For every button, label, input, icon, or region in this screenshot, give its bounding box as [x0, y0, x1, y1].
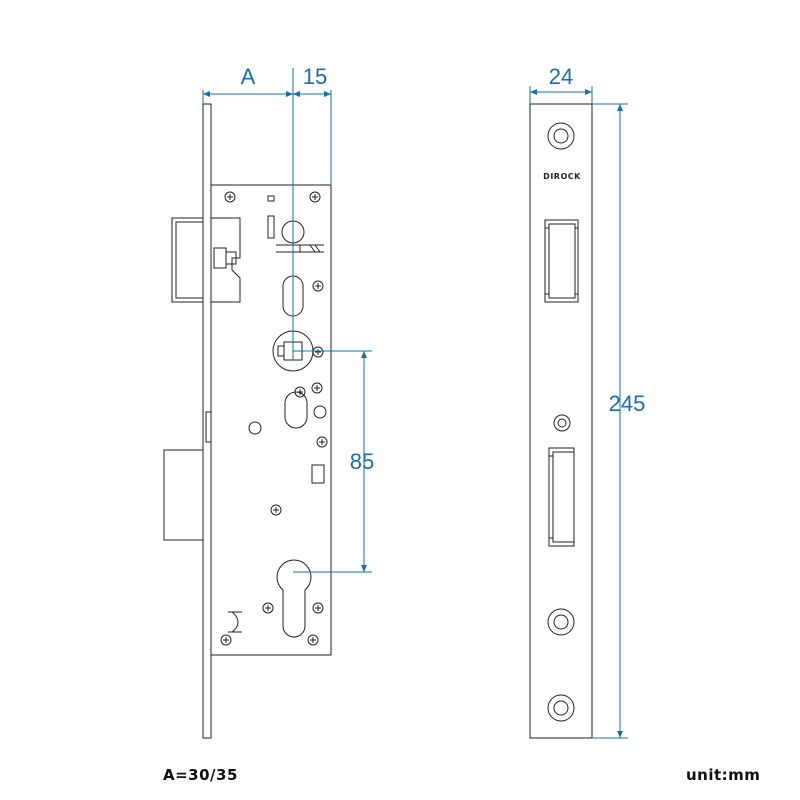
- top-slot: [267, 195, 275, 202]
- side-dimensions: [202, 68, 372, 573]
- lock-side-view: [163, 103, 332, 739]
- indicator-hole: [553, 414, 571, 432]
- faceplate-screw-hole: [547, 608, 575, 636]
- dim-label-85: 85: [350, 449, 374, 474]
- unit-note: unit:mm: [686, 766, 761, 784]
- cylinder-cutout: [276, 559, 312, 638]
- screw: [307, 634, 319, 646]
- dim-label-a: A: [241, 64, 256, 89]
- small-window: [311, 464, 325, 484]
- lower-oblong-slot: [284, 391, 308, 429]
- screw: [224, 191, 236, 203]
- dim-label-245: 245: [609, 391, 646, 416]
- spring-lever: [276, 244, 324, 253]
- screw: [312, 280, 324, 292]
- dim-label-24: 24: [549, 64, 573, 89]
- bottom-bracket: [228, 611, 242, 633]
- a-value-note: A=30/35: [163, 766, 238, 784]
- screw: [220, 634, 232, 646]
- brand-engraving: DIROCK: [543, 172, 581, 181]
- deadbolt-opening: [548, 447, 575, 547]
- faceplate-front-view: [529, 103, 593, 739]
- faceplate-screw-hole: [547, 694, 575, 722]
- screw: [316, 436, 328, 448]
- dim-label-15: 15: [303, 64, 327, 89]
- front-dimensions: [529, 86, 628, 739]
- screw: [311, 382, 323, 394]
- faceplate: [529, 103, 593, 739]
- screw: [312, 602, 324, 614]
- hole: [248, 421, 262, 435]
- lock-case: [210, 184, 332, 656]
- faceplate-screw-hole: [547, 122, 575, 150]
- screw: [309, 191, 321, 203]
- side-slot: [267, 215, 275, 239]
- screw: [270, 504, 282, 516]
- hole: [313, 405, 327, 419]
- latch-opening: [544, 219, 579, 303]
- screw: [312, 346, 324, 358]
- dead-bolt: [163, 411, 212, 541]
- latch-bolt: [171, 217, 241, 303]
- side-forend: [202, 103, 212, 739]
- screw: [262, 602, 274, 614]
- screw: [294, 386, 306, 398]
- screws: [220, 191, 328, 646]
